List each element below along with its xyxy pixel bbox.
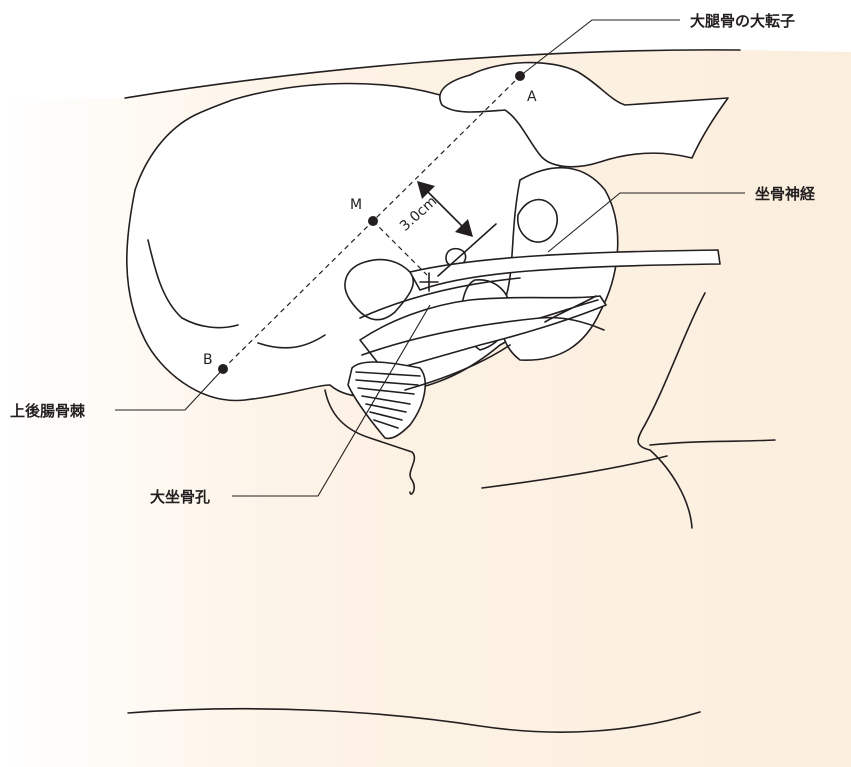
obturator-opening	[518, 200, 557, 242]
label-sciatic-nerve: 坐骨神経	[755, 185, 816, 203]
point-m-label: M	[350, 197, 362, 213]
point-m-marker	[368, 216, 378, 226]
label-greater-trochanter: 大腿骨の大転子	[690, 12, 795, 30]
label-greater-sciatic-foramen: 大坐骨孔	[150, 488, 210, 506]
label-psis: 上後腸骨棘	[10, 402, 86, 420]
point-b-label: B	[203, 352, 213, 368]
point-a-label: A	[527, 89, 537, 105]
